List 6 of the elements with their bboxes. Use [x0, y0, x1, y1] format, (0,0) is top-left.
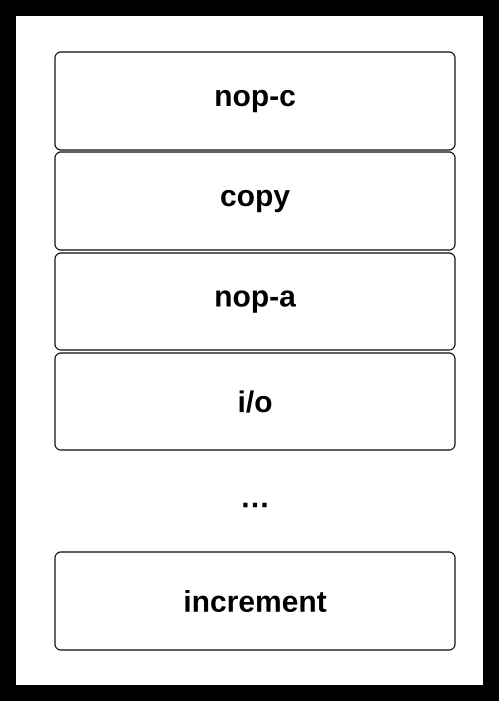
instruction-box: increment [54, 551, 456, 651]
instruction-box: nop-a [54, 252, 456, 351]
instruction-box: copy [54, 151, 456, 251]
ellipsis: … [243, 502, 267, 508]
instruction-box: i/o [54, 352, 456, 451]
instruction-box: nop-c [54, 51, 456, 151]
